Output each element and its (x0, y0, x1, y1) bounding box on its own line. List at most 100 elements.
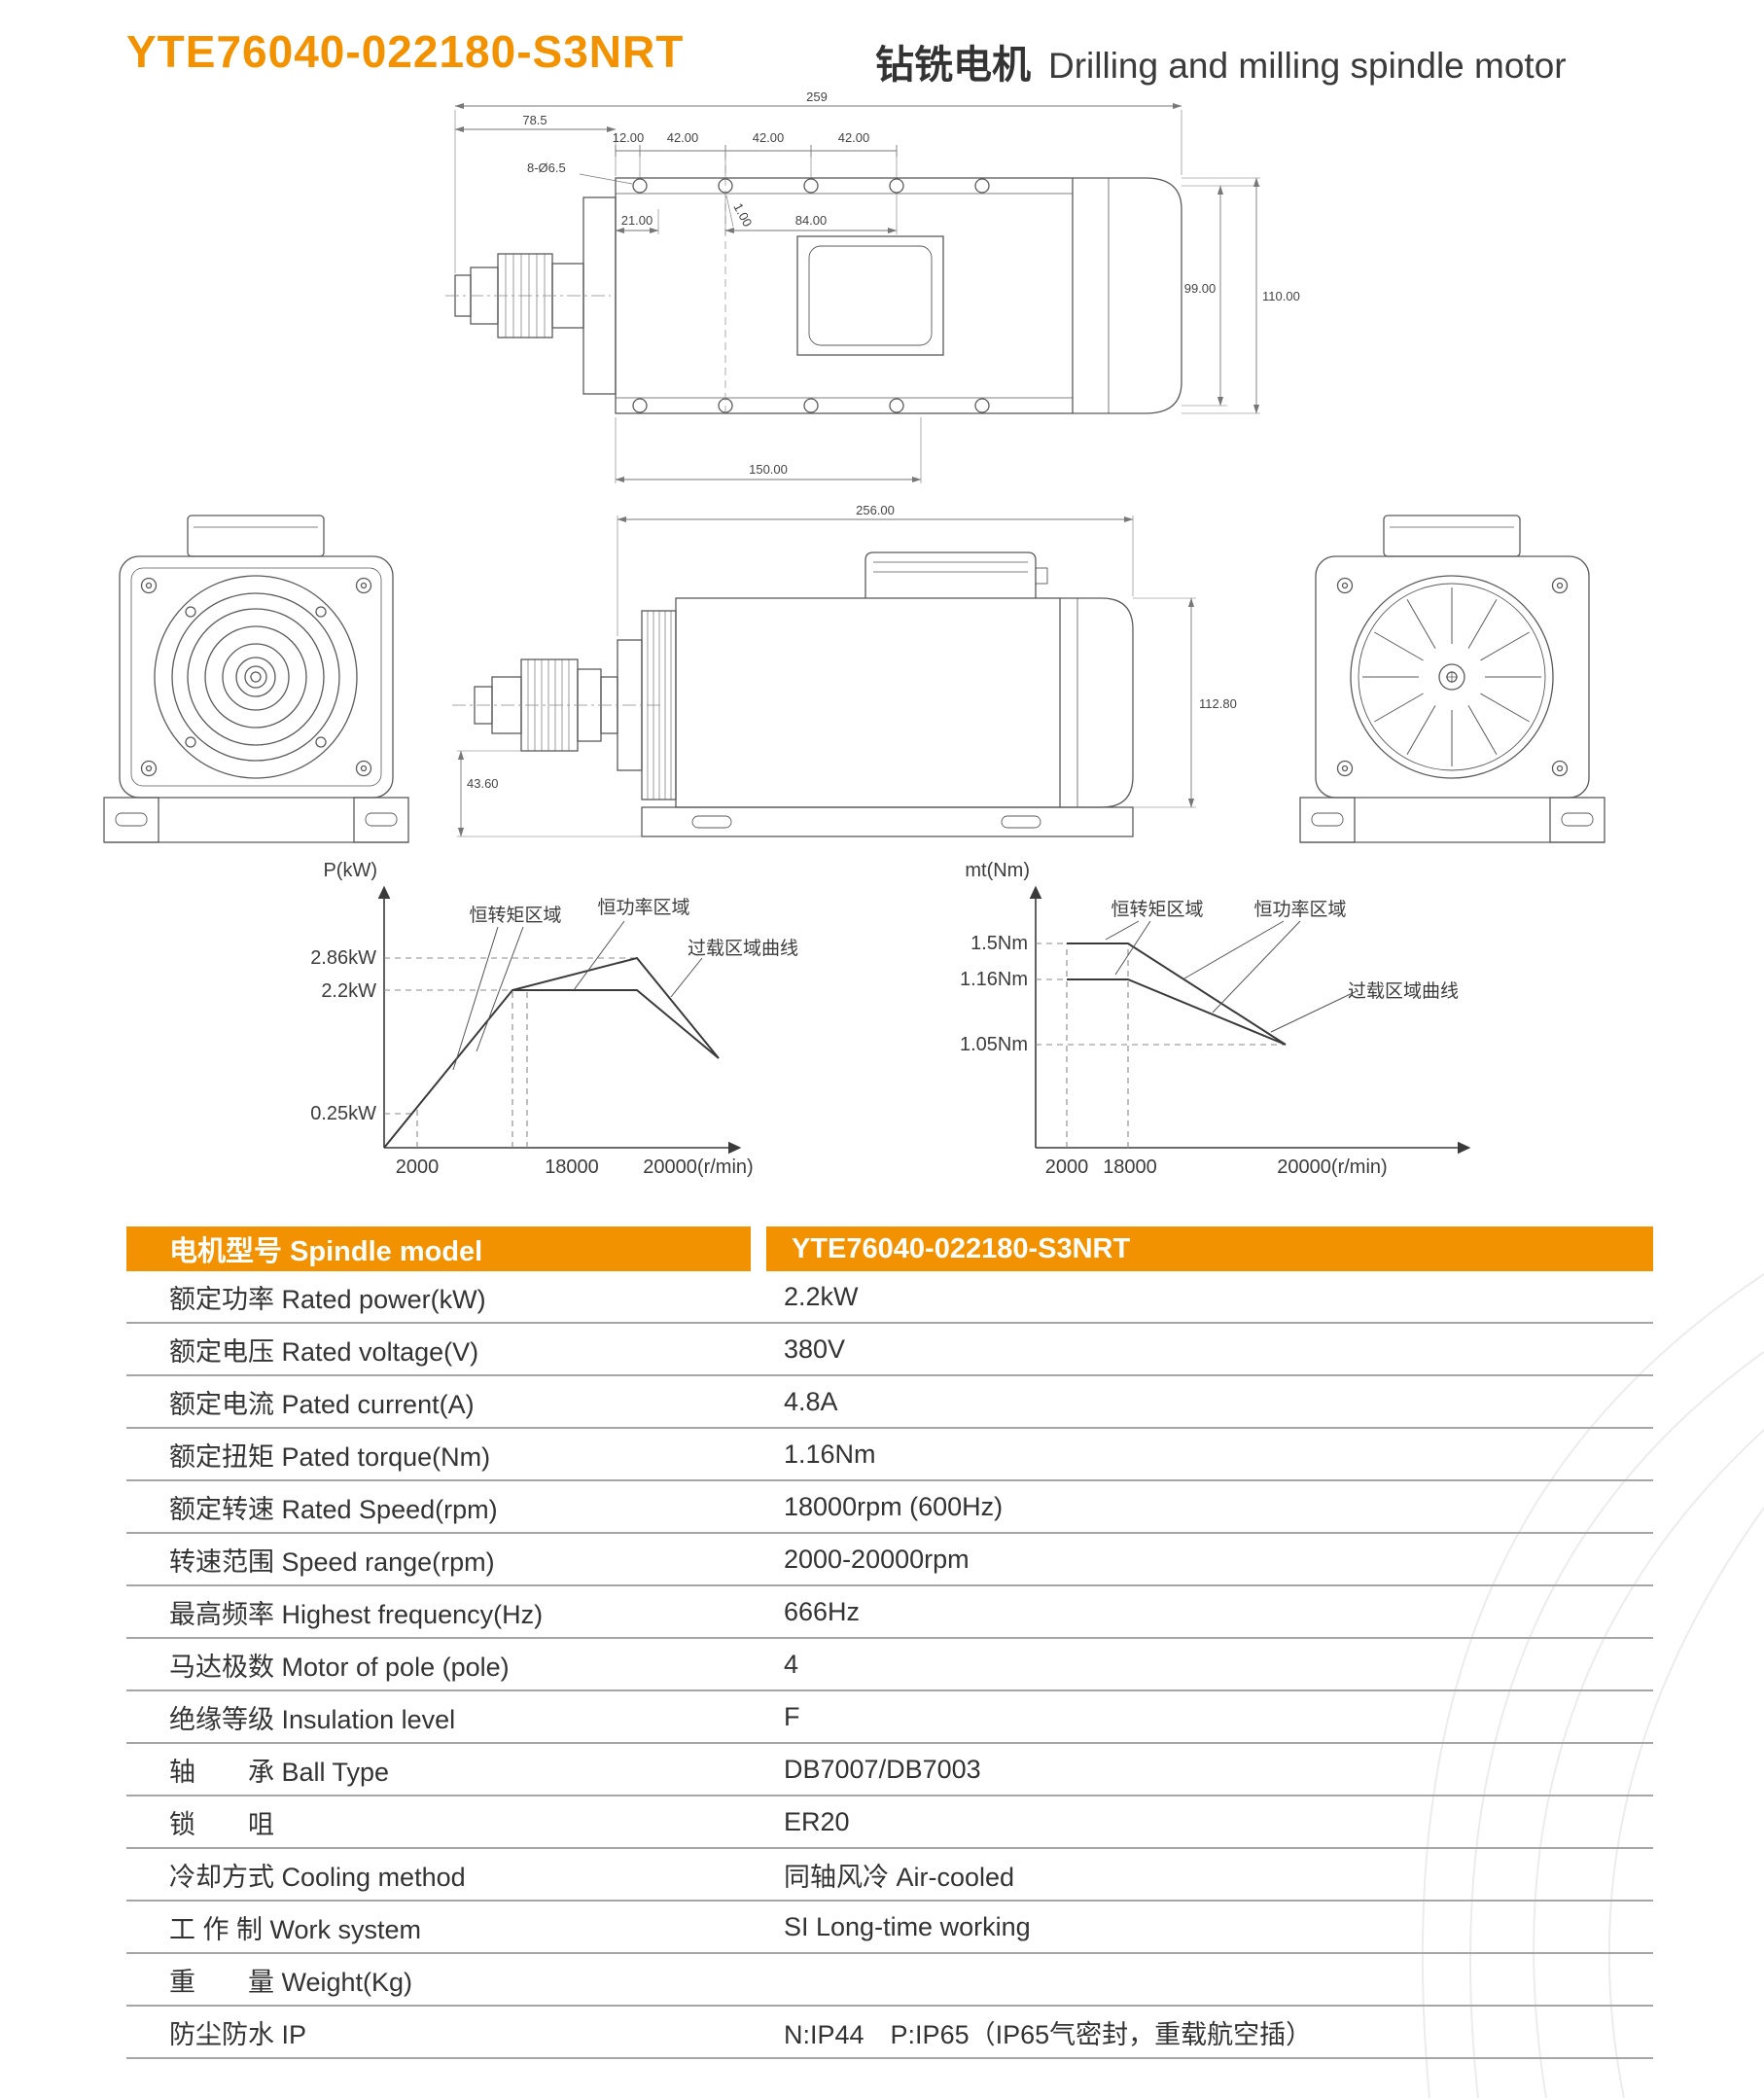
spec-label: 额定电压 Rated voltage(V) (126, 1323, 759, 1376)
spec-value: SI Long-time working (759, 1901, 1653, 1954)
spec-value: 666Hz (759, 1585, 1653, 1639)
power-xtick-2000: 2000 (396, 1156, 440, 1178)
spec-label: 马达极数 Motor of pole (pole) (126, 1638, 759, 1691)
spec-label: 转速范围 Speed range(rpm) (126, 1533, 759, 1586)
spec-value: 1.16Nm (759, 1428, 1653, 1481)
torque-ytick-116: 1.16Nm (960, 969, 1028, 990)
torque-constant-torque-label: 恒转矩区域 (1111, 899, 1203, 920)
top-dimension-lines (454, 102, 1260, 483)
dim-785-label: 78.5 (522, 113, 547, 127)
torque-ytick-105: 1.05Nm (960, 1034, 1028, 1055)
spec-value: 4 (759, 1638, 1653, 1691)
torque-curves (1067, 942, 1287, 1046)
front-view-outline (103, 515, 409, 843)
dim-110-label: 110.00 (1262, 289, 1300, 303)
power-constant-torque-label: 恒转矩区域 (469, 905, 561, 926)
spec-label: 最高频率 Highest frequency(Hz) (126, 1585, 759, 1639)
spec-label: 锁 咀 (126, 1796, 759, 1849)
table-row: 额定电压 Rated voltage(V)380V (126, 1323, 1653, 1376)
dim-84-label: 84.00 (795, 213, 828, 228)
table-row: 额定功率 Rated power(kW)2.2kW (126, 1271, 1653, 1324)
top-view-drawing: 259 78.5 12.00 42.00 42.00 42.00 8-Ø6.5 … (445, 92, 1300, 483)
dim-256-label: 256.00 (856, 506, 895, 517)
torque-axis-label: mt(Nm) (965, 861, 1030, 881)
motor-top-outline (454, 177, 1182, 414)
torque-xtick-20000: 20000(r/min) (1277, 1156, 1387, 1178)
spec-label: 防尘防水 IP (126, 2006, 759, 2059)
rear-view-drawing (1299, 515, 1605, 843)
torque-chart-gridlines (1036, 942, 1286, 1148)
spec-value: ER20 (759, 1796, 1653, 1849)
table-row: 额定扭矩 Pated torque(Nm)1.16Nm (126, 1428, 1653, 1481)
spec-label: 轴 承 Ball Type (126, 1743, 759, 1796)
torque-chart-axes (1029, 885, 1471, 1155)
side-dimension-lines (457, 516, 1196, 837)
dim-12-label: 12.00 (613, 130, 645, 145)
power-curves (383, 956, 720, 1149)
power-xtick-18000: 18000 (545, 1156, 599, 1178)
torque-xtick-2000: 2000 (1045, 1156, 1089, 1178)
spec-header-model: YTE76040-022180-S3NRT (751, 1227, 1653, 1271)
power-annotation-leaders (452, 920, 703, 1071)
spec-value: N:IP44 P:IP65（IP65气密封，重载航空插） (759, 2006, 1653, 2059)
page-title: 钻铣电机 Drilling and milling spindle motor (875, 33, 1567, 89)
spec-value: 2000-20000rpm (759, 1533, 1653, 1586)
torque-speed-chart: mt(Nm) 1.5Nm 1.16Nm 1.05Nm 2000 18000 20… (960, 861, 1471, 1178)
dim-overall-label: 259 (806, 92, 828, 104)
spec-label: 冷却方式 Cooling method (126, 1848, 759, 1902)
torque-ytick-15: 1.5Nm (970, 933, 1028, 954)
title-english: Drilling and milling spindle motor (1048, 46, 1567, 86)
table-row: 额定电流 Pated current(A)4.8A (126, 1375, 1653, 1429)
table-row: 马达极数 Motor of pole (pole)4 (126, 1638, 1653, 1691)
power-axis-label: P(kW) (323, 861, 377, 881)
spec-label: 额定功率 Rated power(kW) (126, 1271, 759, 1324)
spec-table: 电机型号 Spindle model YTE76040-022180-S3NRT… (126, 1227, 1653, 2059)
power-overload-label: 过载区域曲线 (688, 938, 798, 959)
power-ytick-286: 2.86kW (310, 947, 376, 969)
spec-value: F (759, 1690, 1653, 1744)
table-row: 最高频率 Highest frequency(Hz)666Hz (126, 1585, 1653, 1639)
power-chart-axes (377, 885, 742, 1155)
spec-value: DB7007/DB7003 (759, 1743, 1653, 1796)
torque-constant-power-label: 恒功率区域 (1253, 899, 1346, 920)
spec-value: 4.8A (759, 1375, 1653, 1429)
power-chart-gridlines (384, 957, 637, 1148)
spec-value: 2.2kW (759, 1271, 1653, 1324)
side-view-drawing: 256.00 112.80 43.60 (452, 506, 1237, 837)
model-number: YTE76040-022180-S3NRT (126, 26, 685, 77)
spec-label: 绝缘等级 Insulation level (126, 1690, 759, 1744)
dim-150-label: 150.00 (749, 462, 788, 477)
torque-xtick-18000: 18000 (1103, 1156, 1157, 1178)
holes-callout-label: 8-Ø6.5 (527, 160, 566, 175)
motor-side-outline (474, 551, 1134, 837)
dim-42a-label: 42.00 (667, 130, 699, 145)
spec-label: 重 量 Weight(Kg) (126, 1953, 759, 2007)
power-xtick-20000: 20000(r/min) (643, 1156, 753, 1178)
spec-value: 18000rpm (600Hz) (759, 1480, 1653, 1534)
power-ytick-025: 0.25kW (310, 1103, 376, 1124)
table-row: 重 量 Weight(Kg) (126, 1953, 1653, 2007)
dim-99-label: 99.00 (1184, 281, 1217, 296)
spec-table-header-row: 电机型号 Spindle model YTE76040-022180-S3NRT (126, 1227, 1653, 1271)
spec-value (759, 1953, 1653, 2007)
dim-112-label: 112.80 (1199, 696, 1237, 711)
fan-blades (1362, 587, 1541, 766)
spec-value: 同轴风冷 Air-cooled (759, 1848, 1653, 1902)
table-row: 转速范围 Speed range(rpm)2000-20000rpm (126, 1533, 1653, 1586)
torque-overload-label: 过载区域曲线 (1348, 980, 1459, 1002)
power-speed-chart: P(kW) 2.86kW 2.2kW 0.25kW 2000 18000 200… (310, 861, 798, 1178)
spec-label: 额定扭矩 Pated torque(Nm) (126, 1428, 759, 1481)
spec-label: 额定转速 Rated Speed(rpm) (126, 1480, 759, 1534)
dim-21-label: 21.00 (621, 213, 653, 228)
dim-42c-label: 42.00 (838, 130, 870, 145)
torque-annotation-leaders (1105, 920, 1358, 1033)
power-constant-power-label: 恒功率区域 (597, 897, 689, 918)
front-view-drawing (103, 515, 409, 843)
